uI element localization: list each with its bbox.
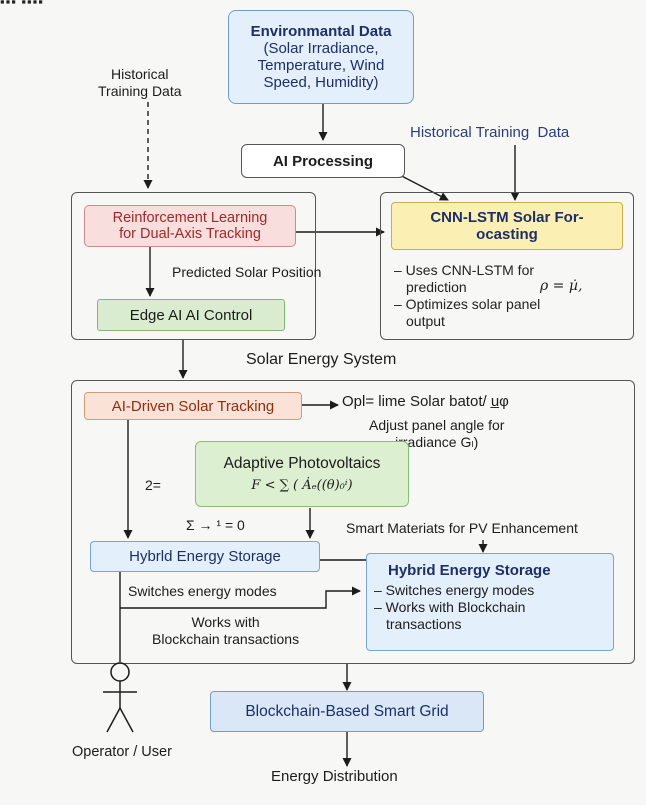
energy-distribution-label: Energy Distribution bbox=[271, 768, 398, 785]
adaptive-title: Adaptive Photovoltaics bbox=[223, 455, 381, 472]
hybrid-right-bullet: transactions bbox=[386, 616, 462, 632]
ai-processing-box: AI Processing bbox=[241, 144, 405, 178]
hybrid-energy-storage-left-box: Hybrld Energy Storage bbox=[90, 541, 320, 572]
ai-control-group-frame bbox=[71, 192, 316, 340]
ai-driven-solar-tracking-box: AI-Driven Solar Tracking bbox=[84, 392, 302, 420]
optimal-formula-text: Opl= lime Solar batot/ u̲φ bbox=[342, 393, 509, 410]
ai-tracking-label: AI-Driven Solar Tracking bbox=[111, 397, 275, 415]
arrow-switches-to-hybrid-right bbox=[120, 586, 361, 609]
environmental-data-title: Environmantal Data bbox=[250, 23, 392, 40]
cnn-title-line: ocasting bbox=[476, 226, 538, 243]
rl-label-line: for Dual-Axis Tracking bbox=[119, 226, 261, 242]
adjust-panel-angle-label: Adjust panel angle for irradiance Gₗ) bbox=[369, 417, 504, 451]
adjust-line: Adjust panel angle for bbox=[369, 417, 505, 433]
environmental-data-line: (Solar Irradiance, bbox=[263, 40, 379, 57]
works-line: Blockchain transactions bbox=[152, 630, 300, 647]
blockchain-smart-grid-box: Blockchain-Based Smart Grid bbox=[210, 691, 484, 732]
environmental-data-line: Speed, Humidity) bbox=[263, 74, 379, 91]
cnn-bullet: – Uses CNN-LSTM for bbox=[394, 262, 535, 278]
blockchain-label: Blockchain-Based Smart Grid bbox=[245, 702, 449, 720]
top-strip-text: ▪▪▪ ▪▪▪▪ bbox=[0, 0, 44, 9]
two-equals-label: 2= bbox=[145, 477, 161, 493]
switches-energy-modes-label: Switches energy modes bbox=[128, 583, 277, 599]
adaptive-photovoltaics-box: Adaptive Photovoltaics F < ∑ ( Ȧₑ((θ)₀ⁱ) bbox=[195, 441, 409, 507]
edge-ai-label: Edge AI AI Control bbox=[129, 306, 253, 324]
ai-processing-label: AI Processing bbox=[272, 152, 374, 170]
hybrid-energy-storage-right-box: Hybrid Energy Storage – Switches energy … bbox=[366, 553, 614, 651]
historical-training-data-right: Historical Training Data bbox=[410, 124, 570, 141]
sigma-equation: Σ → ¹ = 0 bbox=[186, 517, 245, 533]
cnn-lstm-forecasting-box: CNN-LSTM Solar For- ocasting bbox=[391, 202, 623, 250]
cnn-bullet: output bbox=[406, 313, 445, 329]
edge-ai-control-box: Edge AI AI Control bbox=[97, 299, 285, 331]
smart-materials-label: Smart Materiats for PV Enhancement bbox=[346, 520, 578, 536]
cnn-panel-frame bbox=[380, 192, 634, 340]
adaptive-formula: F < ∑ ( Ȧₑ((θ)₀ⁱ) bbox=[251, 478, 353, 493]
rl-label-line: Reinforcement Learning bbox=[112, 210, 268, 226]
cnn-bullet-list: – Uses CNN-LSTM for prediction – Optimiz… bbox=[394, 262, 540, 330]
adjust-line: irradiance Gₗ) bbox=[395, 433, 479, 450]
hybrid-right-title: Hybrid Energy Storage bbox=[388, 562, 551, 579]
cnn-bullet: prediction bbox=[406, 279, 467, 295]
works-line: Works with bbox=[191, 614, 260, 630]
operator-user-icon bbox=[103, 662, 137, 733]
predicted-solar-position-label: Predicted Solar Position bbox=[172, 264, 322, 280]
reinforcement-learning-box: Reinforcement Learning for Dual-Axis Tra… bbox=[84, 205, 296, 247]
works-with-blockchain-label: Works with Blockchain transactions bbox=[152, 614, 299, 648]
historical-left-line: Training Data bbox=[98, 82, 182, 99]
operator-user-label: Operator / User bbox=[72, 744, 172, 760]
solar-energy-system-title: Solar Energy System bbox=[246, 351, 397, 368]
historical-training-data-left: Historical Training Data bbox=[98, 66, 182, 100]
environmental-data-box: Environmantal Data (Solar Irradiance, Te… bbox=[228, 10, 414, 104]
cnn-formula: ρ = µ̇, bbox=[540, 278, 583, 294]
cnn-title-line: CNN-LSTM Solar For- bbox=[430, 209, 584, 226]
hybrid-right-bullet: – Switches energy modes bbox=[374, 582, 535, 598]
cnn-bullet: – Optimizes solar panel bbox=[394, 296, 541, 312]
solar-energy-system-frame bbox=[71, 380, 635, 664]
hybrid-left-label: Hybrld Energy Storage bbox=[129, 548, 281, 565]
environmental-data-line: Temperature, Wind bbox=[257, 57, 385, 74]
hybrid-right-bullet: – Works with Blockchain bbox=[374, 599, 526, 615]
historical-left-line: Historical bbox=[110, 66, 169, 82]
